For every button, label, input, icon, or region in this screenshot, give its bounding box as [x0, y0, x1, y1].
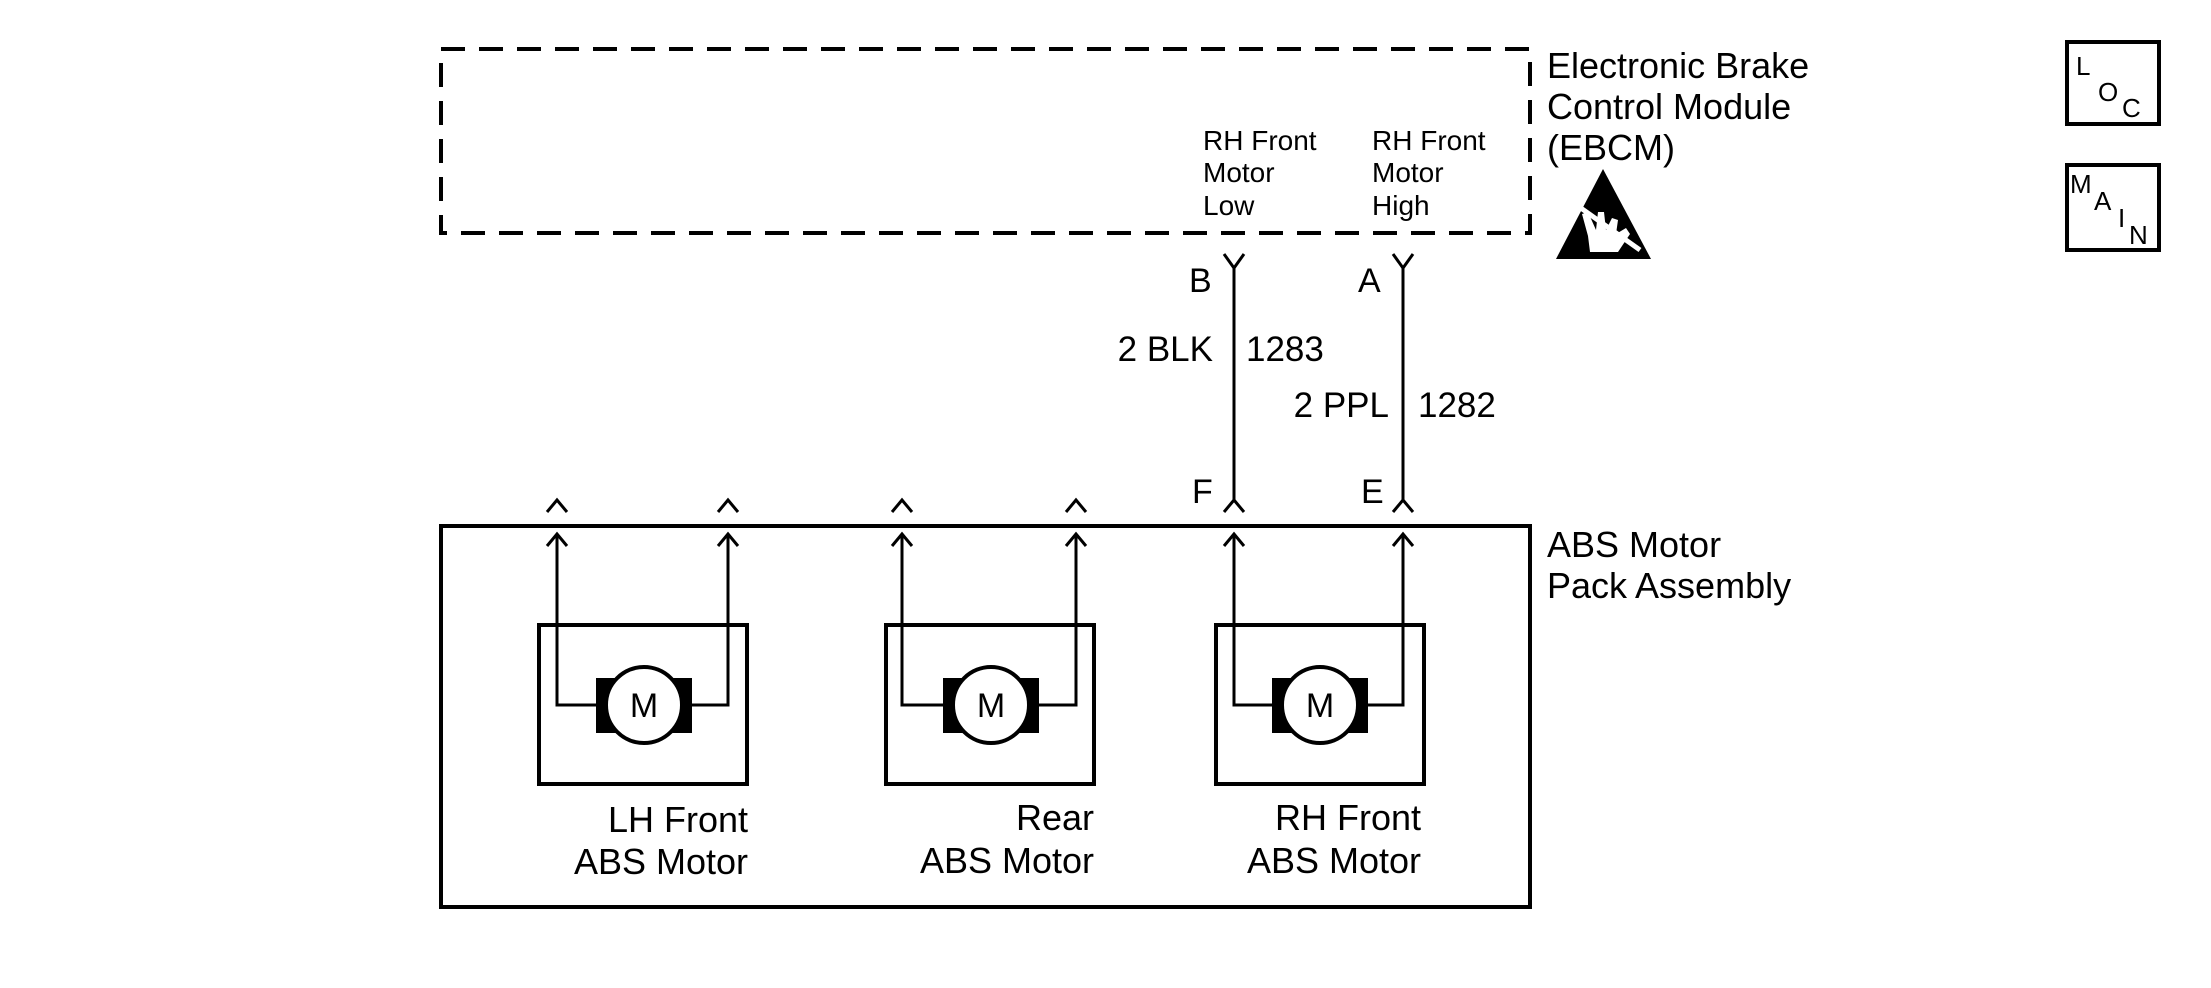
ebcm-module: Electronic Brake Control Module (EBCM) R… — [439, 45, 1809, 235]
pin-low-label-line-1: RH Front — [1203, 125, 1317, 156]
connector-terminal — [890, 497, 914, 513]
motor-symbol-icon — [951, 665, 1031, 745]
pack-connector-f-terminal — [1222, 497, 1246, 513]
loc-letter-o: O — [2098, 77, 2118, 107]
motor-lead — [1039, 534, 1078, 707]
main-letter-i: I — [2118, 203, 2125, 233]
motor-frame — [537, 623, 749, 786]
motor-lead — [692, 534, 730, 707]
pin-low-label-line-2: Motor — [1203, 157, 1275, 188]
motor-symbol-letter: M — [977, 687, 1005, 725]
ebcm-dashed-outline — [439, 47, 1532, 235]
main-letter-m: M — [2070, 169, 2092, 199]
motor-label-line-2: ABS Motor — [574, 841, 748, 882]
pin-high-label-line-3: High — [1372, 190, 1430, 221]
loc-icon[interactable]: L O C — [2065, 40, 2161, 126]
motor-pack-outline — [439, 524, 1532, 909]
motor-symbol-icon — [604, 665, 684, 745]
motor-pack-label-line-2: Pack Assembly — [1547, 565, 1791, 606]
pack-connector-e-terminal — [1391, 497, 1415, 513]
abs-motor-pack-assembly: ABS Motor Pack Assembly M LH Front ABS M… — [439, 524, 1791, 909]
pin-high-label-line-1: RH Front — [1372, 125, 1486, 156]
ebcm-label-line-1: Electronic Brake — [1547, 45, 1809, 86]
cavity-label-b: B — [1189, 262, 1212, 300]
loc-letter-c: C — [2122, 93, 2141, 123]
motor-symbol-letter: M — [630, 687, 658, 725]
motor-label-line-2: ABS Motor — [920, 840, 1094, 881]
wire-color-low: 2 BLK — [1118, 330, 1213, 369]
main-icon-frame — [2065, 163, 2161, 252]
unused-connector-terminals — [545, 497, 1088, 513]
esd-sensitive-device-icon — [1556, 169, 1651, 259]
main-icon[interactable]: M A I N — [2065, 163, 2161, 252]
motor-label-line-2: ABS Motor — [1247, 840, 1421, 881]
connector-terminal — [716, 497, 740, 513]
motor-symbol-icon — [1280, 665, 1360, 745]
lh-front-abs-motor: M LH Front ABS Motor — [537, 531, 749, 882]
harness-circuit-low: B 2 BLK 1283 F — [1118, 253, 1324, 513]
loc-letter-l: L — [2076, 51, 2090, 81]
cavity-label-a: A — [1358, 262, 1381, 300]
motor-lead — [1368, 534, 1405, 707]
motor-label-line-1: LH Front — [608, 799, 748, 840]
motor-frame — [1214, 623, 1426, 786]
motor-label-line-1: Rear — [1016, 797, 1094, 838]
motor-label-line-1: RH Front — [1275, 797, 1421, 838]
harness-circuit-high: A 2 PPL 1282 E — [1294, 253, 1496, 513]
motor-lead — [1232, 534, 1272, 707]
connector-terminal — [1064, 497, 1088, 513]
motor-pack-label-line-1: ABS Motor — [1547, 524, 1721, 565]
loc-icon-frame — [2065, 40, 2161, 126]
cavity-label-f: F — [1192, 473, 1213, 511]
circuit-number-low: 1283 — [1246, 330, 1324, 369]
motor-lead — [900, 534, 943, 707]
rh-front-abs-motor: M RH Front ABS Motor — [1214, 531, 1426, 881]
cavity-label-e: E — [1361, 473, 1384, 511]
ebcm-label-line-2: Control Module — [1547, 86, 1791, 127]
ebcm-connector-a-terminal — [1391, 253, 1415, 271]
motor-frame — [884, 623, 1096, 786]
motor-lead — [555, 534, 596, 707]
pin-high-label-line-2: Motor — [1372, 157, 1444, 188]
ebcm-connector-b-terminal — [1222, 253, 1246, 271]
pin-low-label-line-3: Low — [1203, 190, 1255, 221]
rear-abs-motor: M Rear ABS Motor — [884, 531, 1096, 881]
main-letter-a: A — [2094, 186, 2112, 216]
circuit-number-high: 1282 — [1418, 386, 1496, 425]
motor-symbol-letter: M — [1306, 687, 1334, 725]
main-letter-n: N — [2129, 220, 2148, 250]
ebcm-label-line-3: (EBCM) — [1547, 127, 1675, 168]
wire-color-high: 2 PPL — [1294, 386, 1389, 425]
connector-terminal — [545, 497, 569, 513]
